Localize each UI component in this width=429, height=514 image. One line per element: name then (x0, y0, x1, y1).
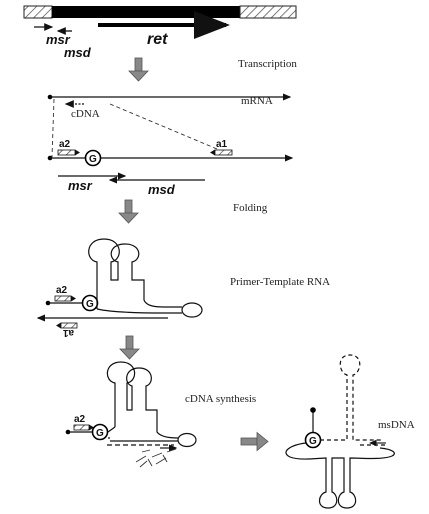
cdna-label: cDNA (71, 108, 100, 120)
a1-label-folded: a1 (62, 327, 74, 338)
dashed-link-left (51, 98, 55, 158)
step-arrow-cdna (119, 335, 140, 360)
stem-loop-outline-cdna (106, 361, 179, 439)
g-label: G (89, 154, 97, 165)
degraded-rna-fragments (135, 448, 177, 468)
msdna-label: msDNA (378, 419, 415, 431)
dashed-link-right (109, 103, 218, 150)
terminal-loop-cdna (177, 432, 197, 448)
terminal-loop (181, 302, 203, 318)
step-arrow-transcription (128, 57, 149, 82)
primer-template-structure: a2 G a1 (36, 238, 203, 338)
ret-gene-label: ret (147, 31, 168, 48)
step-label-transcription: Transcription (238, 58, 297, 70)
step-label-folding: Folding (233, 202, 268, 214)
msdna-rna-outline (285, 442, 395, 509)
gene-bar (52, 6, 240, 18)
msr-region-label: msr (68, 178, 93, 193)
g-label-msdna: G (309, 436, 317, 447)
a2-label: a2 (59, 139, 71, 150)
msdna-structure: G (285, 354, 395, 509)
g-marker-cdna (91, 423, 109, 441)
a1-box (214, 149, 233, 156)
left-flank (23, 5, 53, 19)
msdna-dashed-stem (320, 354, 381, 441)
right-flank (239, 5, 297, 19)
a2-box-cdna (73, 424, 90, 431)
step-label-primer-template: Primer-Template RNA (230, 276, 330, 288)
step-label-cdna-synthesis: cDNA synthesis (185, 393, 256, 405)
step-arrow-folding (118, 199, 139, 224)
mrna-section: mRNA cDNA a2 G a1 msr msd (47, 93, 294, 197)
a2-label-cdna: a2 (74, 414, 86, 425)
a2-label-folded: a2 (56, 285, 68, 296)
g-label-folded: G (86, 299, 94, 310)
a2-box-folded (54, 295, 72, 302)
stem-loop-outline (88, 238, 182, 308)
a1-label: a1 (216, 139, 228, 150)
gene-map: msr msd ret (23, 5, 297, 60)
msr-gene-label: msr (46, 32, 71, 47)
cdna-synthesis-structure: a2 G (65, 361, 197, 468)
g-marker (84, 149, 102, 167)
msd-region-label: msd (148, 182, 176, 197)
a2-box (57, 149, 76, 156)
msd-gene-label: msd (64, 45, 92, 60)
step-arrow-msdna (240, 431, 269, 452)
mrna-label: mRNA (241, 95, 273, 107)
g-label-cdna: G (96, 428, 104, 439)
